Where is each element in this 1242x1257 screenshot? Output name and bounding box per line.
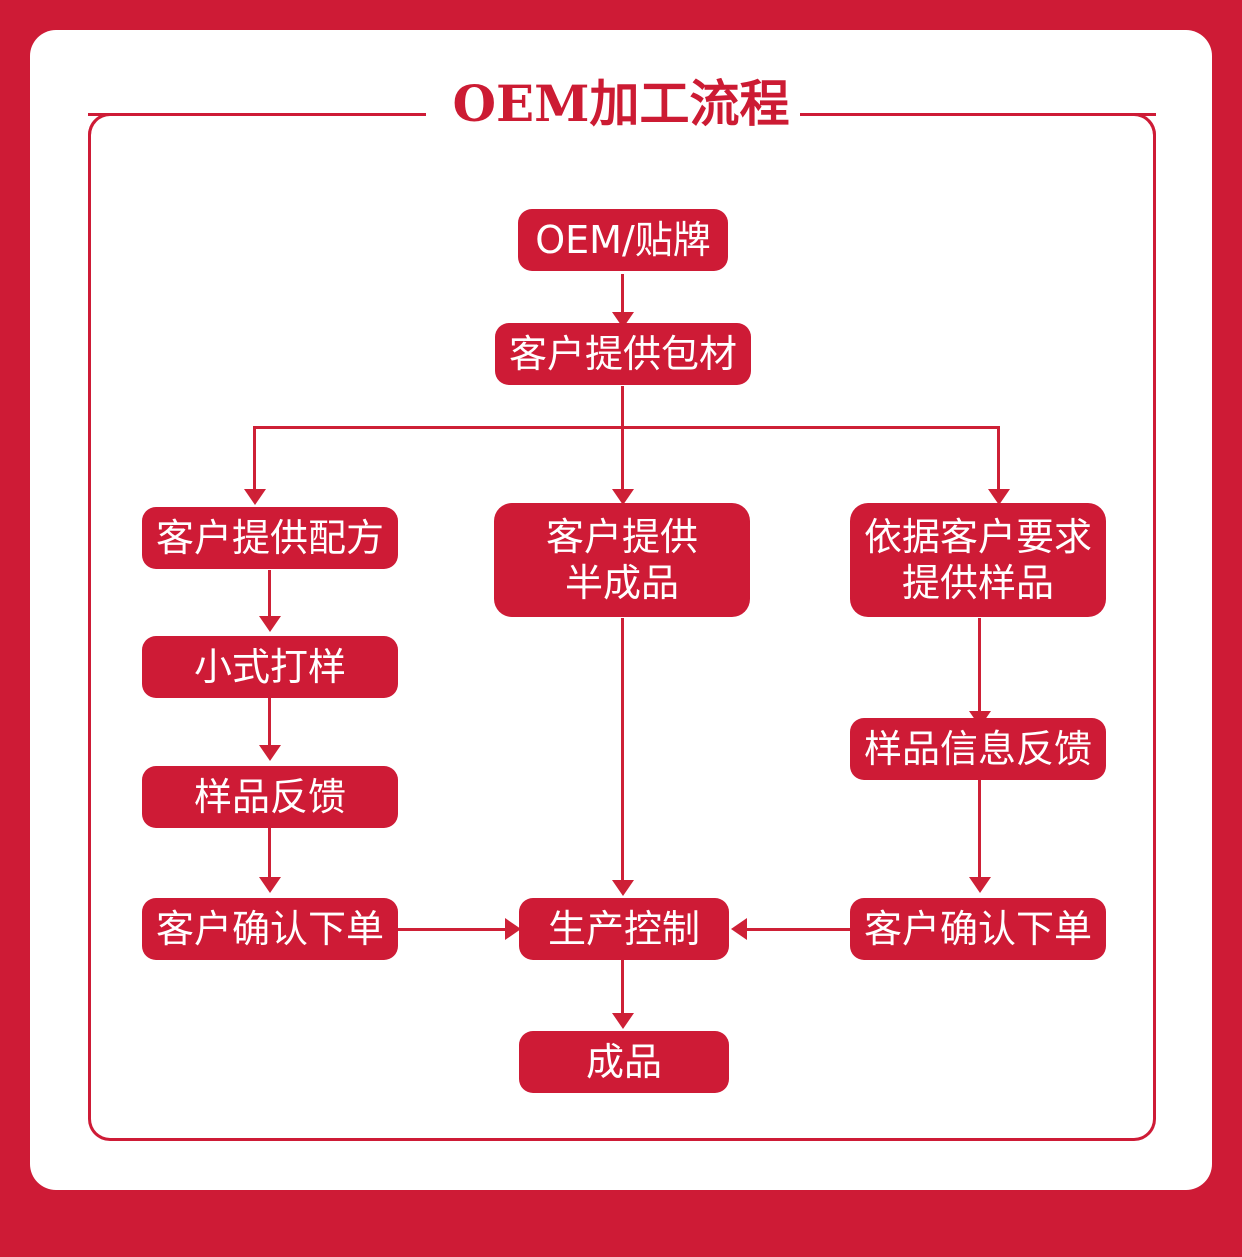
node-sample-feedback[interactable]: 样品反馈 <box>142 766 398 828</box>
connector-bus-n4 <box>621 426 624 494</box>
node-sample-per-customer-requirements[interactable]: 依据客户要求 提供样品 <box>850 503 1106 617</box>
page-title: OEM加工流程 <box>452 74 790 133</box>
node-finished-product[interactable]: 成品 <box>519 1031 729 1093</box>
connector-n8-n11 <box>978 780 981 880</box>
arrowhead-n10-n12 <box>612 1013 634 1029</box>
connector-n3-n6 <box>268 570 271 622</box>
node-customer-confirms-order-left[interactable]: 客户确认下单 <box>142 898 398 960</box>
node-production-control[interactable]: 生产控制 <box>519 898 729 960</box>
arrowhead-n11-n10 <box>731 918 747 940</box>
connector-bus-n3 <box>253 426 256 494</box>
arrowhead-n8-n11 <box>969 877 991 893</box>
arrowhead-bus-n4 <box>612 489 634 505</box>
node-customer-provides-packaging[interactable]: 客户提供包材 <box>495 323 751 385</box>
outline-corner-top-left <box>88 113 114 139</box>
inner-outline-frame <box>88 113 1156 1141</box>
arrowhead-n9-n10 <box>505 918 521 940</box>
node-customer-confirms-order-right[interactable]: 客户确认下单 <box>850 898 1106 960</box>
arrowhead-n6-n7 <box>259 745 281 761</box>
arrowhead-n3-n6 <box>259 616 281 632</box>
connector-n6-n7 <box>268 698 271 750</box>
branch-bus-horizontal <box>253 426 1000 429</box>
connector-n11-n10 <box>747 928 855 931</box>
node-oem-brand[interactable]: OEM/贴牌 <box>518 209 728 271</box>
arrowhead-bus-n3 <box>244 489 266 505</box>
connector-bus-n5 <box>997 426 1000 494</box>
node-customer-provides-semifinished[interactable]: 客户提供 半成品 <box>494 503 750 617</box>
connector-n10-n12 <box>621 960 624 1018</box>
title-rule-left <box>88 113 426 116</box>
connector-n9-n10 <box>398 928 512 931</box>
node-small-batch-sampling[interactable]: 小式打样 <box>142 636 398 698</box>
arrowhead-n4-n10 <box>612 880 634 896</box>
node-sample-information-feedback[interactable]: 样品信息反馈 <box>850 718 1106 780</box>
connector-n1-n2 <box>621 274 624 318</box>
arrowhead-n7-n9 <box>259 877 281 893</box>
connector-n2-bus <box>621 386 624 429</box>
connector-n5-n8 <box>978 618 981 716</box>
title-rule-right <box>800 113 1156 116</box>
arrowhead-bus-n5 <box>988 489 1010 505</box>
connector-n4-n10 <box>621 618 624 885</box>
connector-n7-n9 <box>268 828 271 882</box>
node-customer-provides-formula[interactable]: 客户提供配方 <box>142 507 398 569</box>
